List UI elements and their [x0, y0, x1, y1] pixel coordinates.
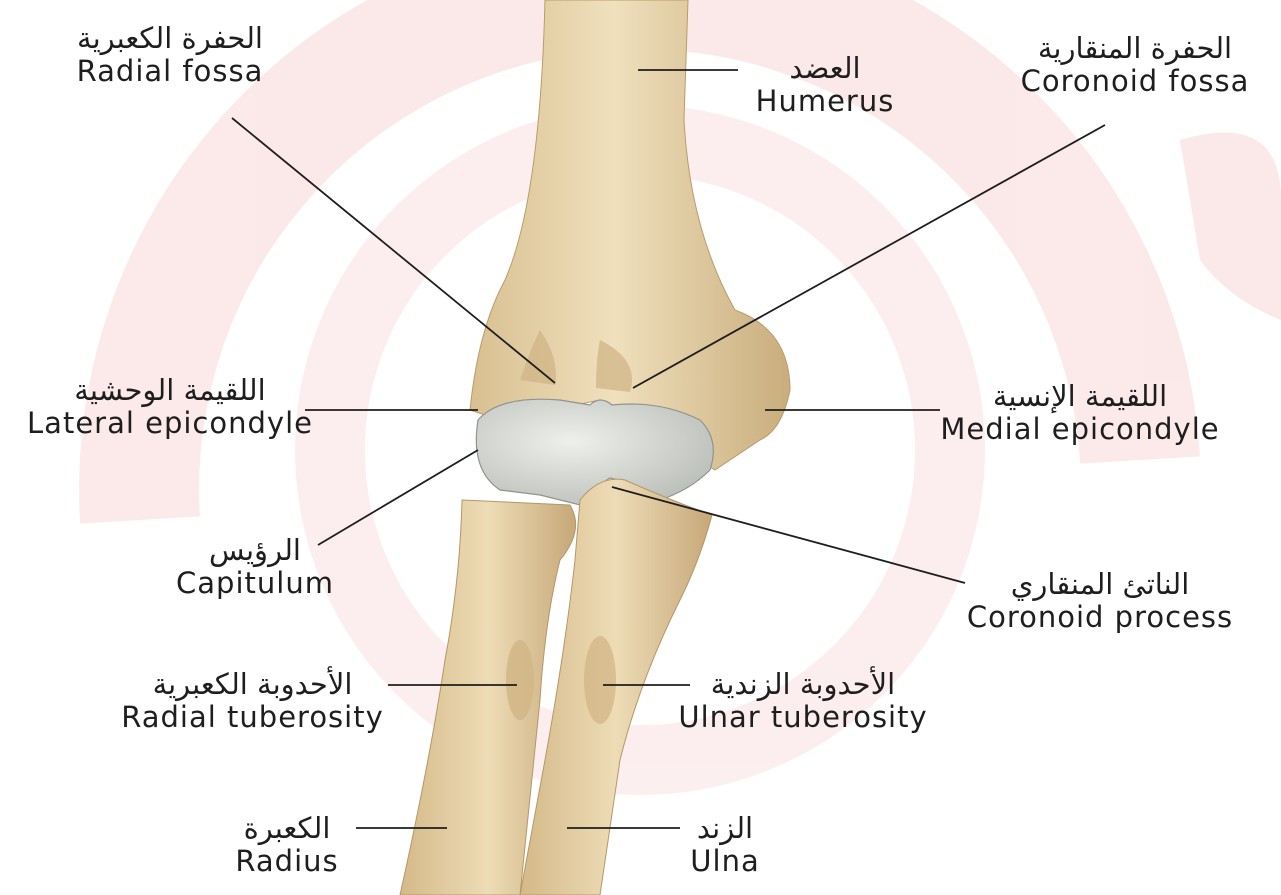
label-capitulum: الرؤيس Capitulum: [165, 534, 345, 601]
label-radial-fossa: الحفرة الكعبرية Radial fossa: [40, 22, 300, 89]
label-ulnar-tuberosity: الأحدوبة الزندية Ulnar tuberosity: [668, 668, 938, 735]
coronoid-process-en: Coronoid process: [955, 601, 1245, 634]
radial-tuberosity-ar: الأحدوبة الكعبرية: [110, 668, 395, 701]
lateral-epicondyle-ar: اللقيمة الوحشية: [0, 374, 340, 407]
ulnar-tuberosity-en: Ulnar tuberosity: [668, 701, 938, 734]
humerus-en: Humerus: [735, 85, 915, 118]
radius-ar: الكعبرة: [222, 812, 352, 845]
radial-fossa-en: Radial fossa: [40, 55, 300, 88]
medial-epicondyle-en: Medial epicondyle: [910, 413, 1250, 446]
medial-epicondyle-ar: اللقيمة الإنسية: [910, 380, 1250, 413]
ulna-en: Ulna: [670, 845, 780, 878]
ulna-ar: الزند: [670, 812, 780, 845]
label-radial-tuberosity: الأحدوبة الكعبرية Radial tuberosity: [110, 668, 395, 735]
label-ulna: الزند Ulna: [670, 812, 780, 879]
label-coronoid-fossa: الحفرة المنقارية Coronoid fossa: [995, 32, 1275, 99]
ulnar-tuberosity-ar: الأحدوبة الزندية: [668, 668, 938, 701]
humerus-ar: العضد: [735, 52, 915, 85]
radial-tuberosity-en: Radial tuberosity: [110, 701, 395, 734]
radial-fossa-ar: الحفرة الكعبرية: [40, 22, 300, 55]
lateral-epicondyle-en: Lateral epicondyle: [0, 407, 340, 440]
coronoid-process-ar: الناتئ المنقاري: [955, 568, 1245, 601]
label-radius: الكعبرة Radius: [222, 812, 352, 879]
label-medial-epicondyle: اللقيمة الإنسية Medial epicondyle: [910, 380, 1250, 447]
coronoid-fossa-en: Coronoid fossa: [995, 65, 1275, 98]
coronoid-fossa-ar: الحفرة المنقارية: [995, 32, 1275, 65]
radius-en: Radius: [222, 845, 352, 878]
label-lateral-epicondyle: اللقيمة الوحشية Lateral epicondyle: [0, 374, 340, 441]
capitulum-en: Capitulum: [165, 567, 345, 600]
label-humerus: العضد Humerus: [735, 52, 915, 119]
label-coronoid-process: الناتئ المنقاري Coronoid process: [955, 568, 1245, 635]
capitulum-ar: الرؤيس: [165, 534, 345, 567]
